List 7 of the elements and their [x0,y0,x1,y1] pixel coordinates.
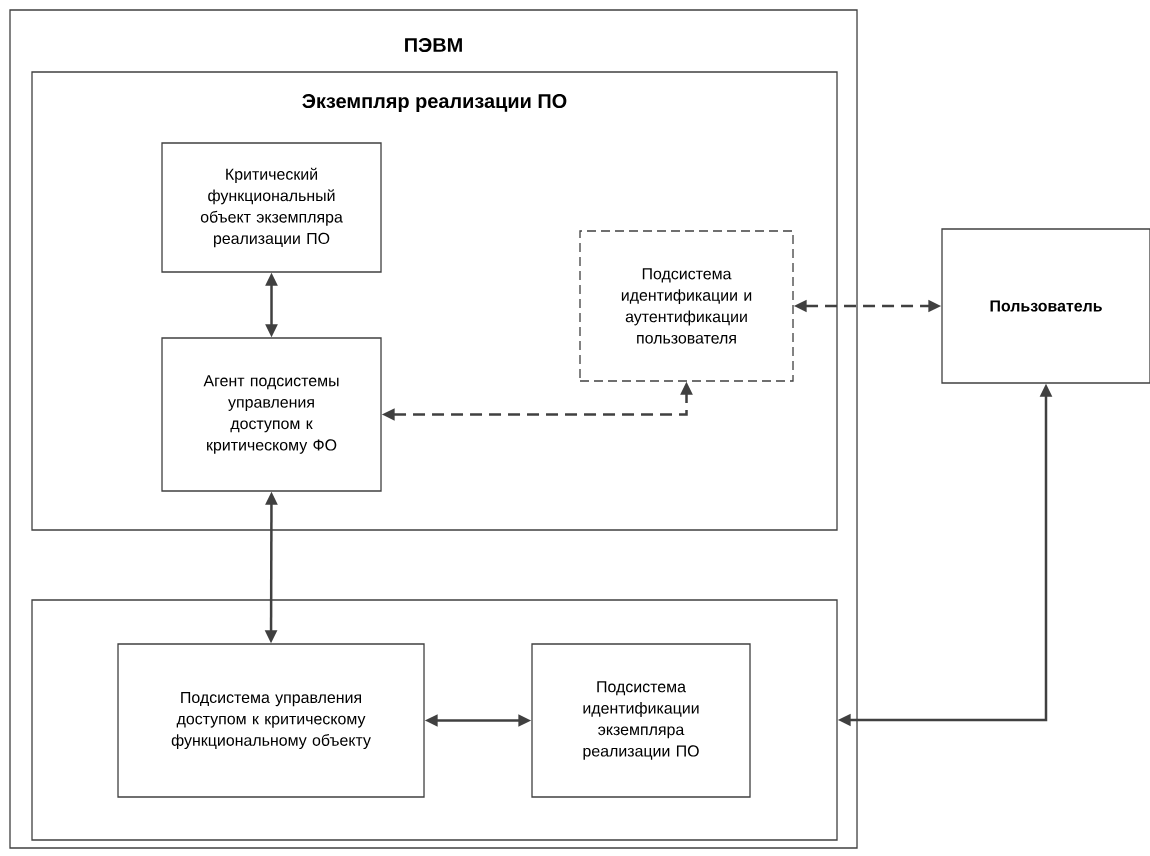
process-box: Пользователь [941,228,1150,384]
process-box: Подсистема идентификации экземпляра реализации ПО [531,643,751,798]
process-box: Агент подсистемы управления доступом к критическому ФО [161,337,382,492]
process-box: Подсистема управления доступом к критическому функциональному объекту [117,643,425,798]
process-box: Подсистема идентификации и аутентификации пользователя [579,230,794,382]
process-box: Критический функциональный объект экземпляра реализации ПО [161,142,382,273]
frame-box [31,599,838,841]
